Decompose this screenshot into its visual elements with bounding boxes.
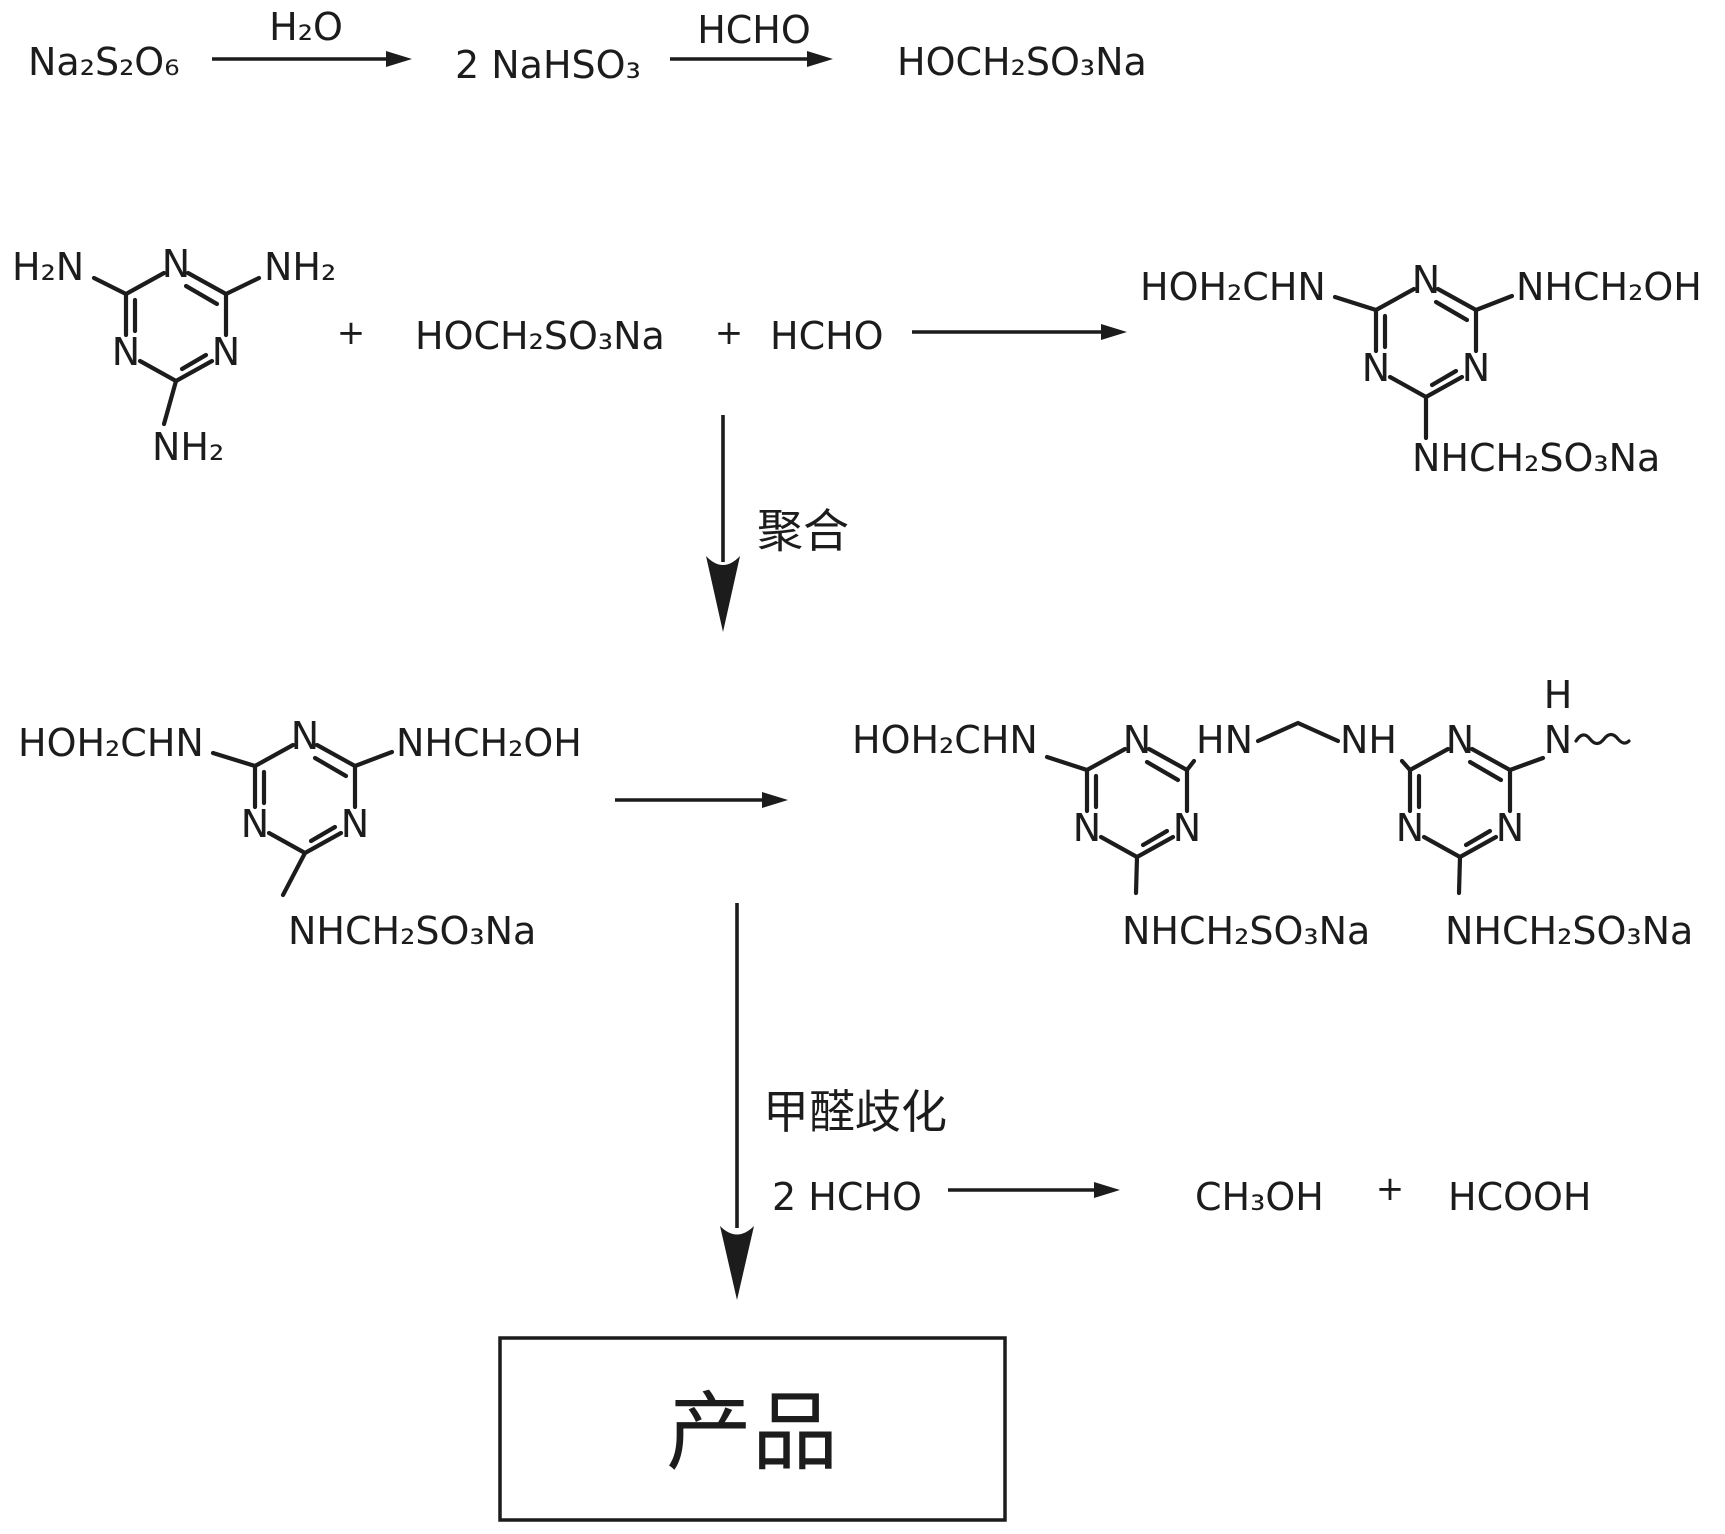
formula-nahso3: 2 NaHSO₃ <box>455 43 641 87</box>
polymerization-label: 聚合 <box>757 504 849 558</box>
reagent-hoch2so3na: HOCH₂SO₃Na <box>415 314 665 358</box>
ring-atom-n: N <box>1496 806 1524 850</box>
melamine-amine-left: H₂N <box>12 245 84 289</box>
ring-atom-n: N <box>241 802 269 846</box>
terminal-n: N <box>1544 718 1572 762</box>
reaction-arrowhead <box>1094 1182 1120 1198</box>
disproportionation-label: 甲醛歧化 <box>763 1085 947 1139</box>
ring-atom-n: N <box>212 330 240 374</box>
ring-atom-n: N <box>1173 806 1201 850</box>
product-box <box>498 1336 1007 1522</box>
ring-atom-n: N <box>1462 346 1490 390</box>
monomer-substituent-right: NHCH₂OH <box>396 721 582 765</box>
ring-atom-n: N <box>341 802 369 846</box>
formula-hoch2so3na: HOCH₂SO₃Na <box>897 40 1147 84</box>
down-arrowhead <box>720 1226 754 1300</box>
formula-hcooh: HCOOH <box>1448 1175 1592 1219</box>
polymer-substituent-left: HOH₂CHN <box>852 718 1038 762</box>
down-arrowhead <box>706 556 740 632</box>
monomer-ring-bonds <box>210 742 395 898</box>
monomer-substituent-bottom: NHCH₂SO₃Na <box>288 909 536 953</box>
polymer-ring-a-bonds <box>1044 746 1197 896</box>
reaction-arrowhead <box>807 51 833 67</box>
ring-atom-n: N <box>291 714 319 758</box>
formula-ch3oh: CH₃OH <box>1195 1175 1324 1219</box>
product-box-label: 产品 <box>666 1383 838 1483</box>
monomer-substituent-left: HOH₂CHN <box>18 721 204 765</box>
bridge-nh: NH <box>1340 718 1397 762</box>
melamine-amine-right: NH₂ <box>264 245 336 289</box>
ring-atom-n: N <box>1073 806 1101 850</box>
polymerization-step: 聚合 <box>706 415 849 632</box>
bridge-hn: HN <box>1196 718 1253 762</box>
final-product: 产品 <box>498 1336 1007 1522</box>
polymer-ring-b-bonds <box>1399 746 1546 896</box>
step1-row: Na₂S₂O₆ H₂O 2 NaHSO₃ HCHO HOCH₂SO₃Na <box>28 5 1147 87</box>
condition-hcho: HCHO <box>697 8 811 52</box>
plus-sign: + <box>715 313 744 353</box>
formula-na2s2o6: Na₂S₂O₆ <box>28 40 179 84</box>
plus-sign: + <box>337 313 366 353</box>
product-substituent-left: HOH₂CHN <box>1140 265 1326 309</box>
ring-atom-n: N <box>1123 718 1151 762</box>
reaction-arrowhead <box>1101 324 1127 340</box>
ring-atom-n: N <box>1362 346 1390 390</box>
reaction-arrowhead <box>762 792 788 808</box>
condition-h2o: H₂O <box>269 5 343 49</box>
polymer-continuation-squiggle <box>1574 732 1631 746</box>
polymer-bottom-right: NHCH₂SO₃Na <box>1445 909 1693 953</box>
ring-atom-n: N <box>162 242 190 286</box>
ring-atom-n: N <box>112 330 140 374</box>
melamine-amine-bottom: NH₂ <box>152 425 224 469</box>
reagent-hcho: HCHO <box>770 314 884 358</box>
melamine-ring-bonds <box>91 270 262 427</box>
methylene-bridge-bond <box>1255 720 1341 744</box>
formula-2hcho: 2 HCHO <box>772 1175 922 1219</box>
ring-atom-n: N <box>1412 258 1440 302</box>
methylol-triazine-ring-bonds <box>1332 286 1515 441</box>
step3-row: N N N HOH₂CHN NHCH₂OH NHCH₂SO₃Na N N N H… <box>18 673 1693 953</box>
disproportionation-step: 甲醛歧化 2 HCHO CH₃OH + HCOOH <box>720 903 1592 1300</box>
ring-atom-n: N <box>1446 718 1474 762</box>
ring-atom-n: N <box>1396 806 1424 850</box>
product-substituent-right: NHCH₂OH <box>1516 265 1702 309</box>
step2-row: N N N H₂N NH₂ NH₂ + HOCH₂SO₃Na + HCHO N <box>12 242 1702 480</box>
reaction-arrowhead <box>386 51 412 67</box>
terminal-h: H <box>1544 673 1573 717</box>
product-substituent-bottom: NHCH₂SO₃Na <box>1412 436 1660 480</box>
polymer-bottom-left: NHCH₂SO₃Na <box>1122 909 1370 953</box>
plus-sign: + <box>1376 1169 1405 1209</box>
